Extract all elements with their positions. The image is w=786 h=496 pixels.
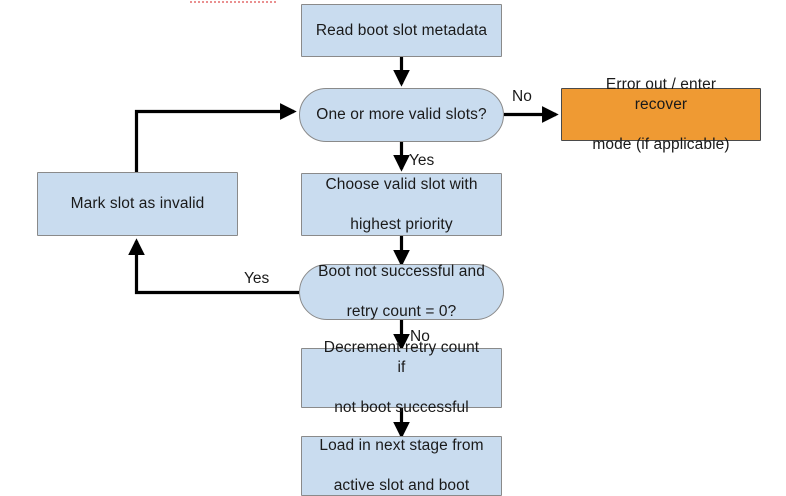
edge-label-valid-yes: Yes [409, 152, 435, 169]
node-label-line1: Error out / enter recover [605, 75, 717, 113]
node-label-line2: mode (if applicable) [592, 135, 730, 153]
node-one-or-more-valid-slots[interactable]: One or more valid slots? [299, 88, 504, 142]
edge-mark-to-valid [134, 103, 297, 172]
node-label-line2: not boot successful [334, 399, 469, 416]
node-mark-slot-as-invalid[interactable]: Mark slot as invalid [37, 172, 238, 236]
node-label: Boot not successful and retry count = 0? [302, 262, 501, 322]
node-boot-not-successful-retry-count[interactable]: Boot not successful and retry count = 0? [299, 262, 504, 322]
node-label-line2: highest priority [350, 215, 453, 233]
node-label: One or more valid slots? [316, 106, 487, 123]
node-label-line2: active slot and boot [333, 477, 470, 494]
node-decrement-retry-count[interactable]: Decrement retry count if not boot succes… [301, 339, 502, 416]
node-label-line1: Load in next stage from [319, 437, 484, 454]
node-label-line1: Choose valid slot with [325, 175, 478, 193]
node-label: Mark slot as invalid [70, 195, 205, 212]
node-read-boot-slot-metadata[interactable]: Read boot slot metadata [301, 4, 502, 57]
node-label: Choose valid slot with highest priority [309, 175, 493, 235]
edge-label-bootcheck-no: No [410, 328, 430, 345]
edge-bootcheck-yes-to-mark [128, 238, 299, 295]
edge-label-valid-no: No [512, 88, 532, 105]
edge-label-bootcheck-yes: Yes [244, 270, 270, 287]
node-label: Decrement retry count if not boot succes… [302, 338, 501, 418]
node-error-out-enter-recover-mode[interactable]: Error out / enter recover mode (if appli… [561, 76, 761, 153]
node-label-line2: retry count = 0? [346, 303, 457, 320]
dotted-rule-decoration [190, 1, 276, 3]
node-label: Error out / enter recover mode (if appli… [562, 75, 760, 155]
node-label: Read boot slot metadata [315, 21, 488, 39]
node-label: Load in next stage from active slot and … [303, 436, 499, 496]
node-choose-valid-slot[interactable]: Choose valid slot with highest priority [301, 173, 502, 236]
node-load-next-stage[interactable]: Load in next stage from active slot and … [301, 436, 502, 496]
node-label-line1: Boot not successful and [318, 263, 485, 280]
node-label-line1: Decrement retry count if [323, 339, 480, 376]
